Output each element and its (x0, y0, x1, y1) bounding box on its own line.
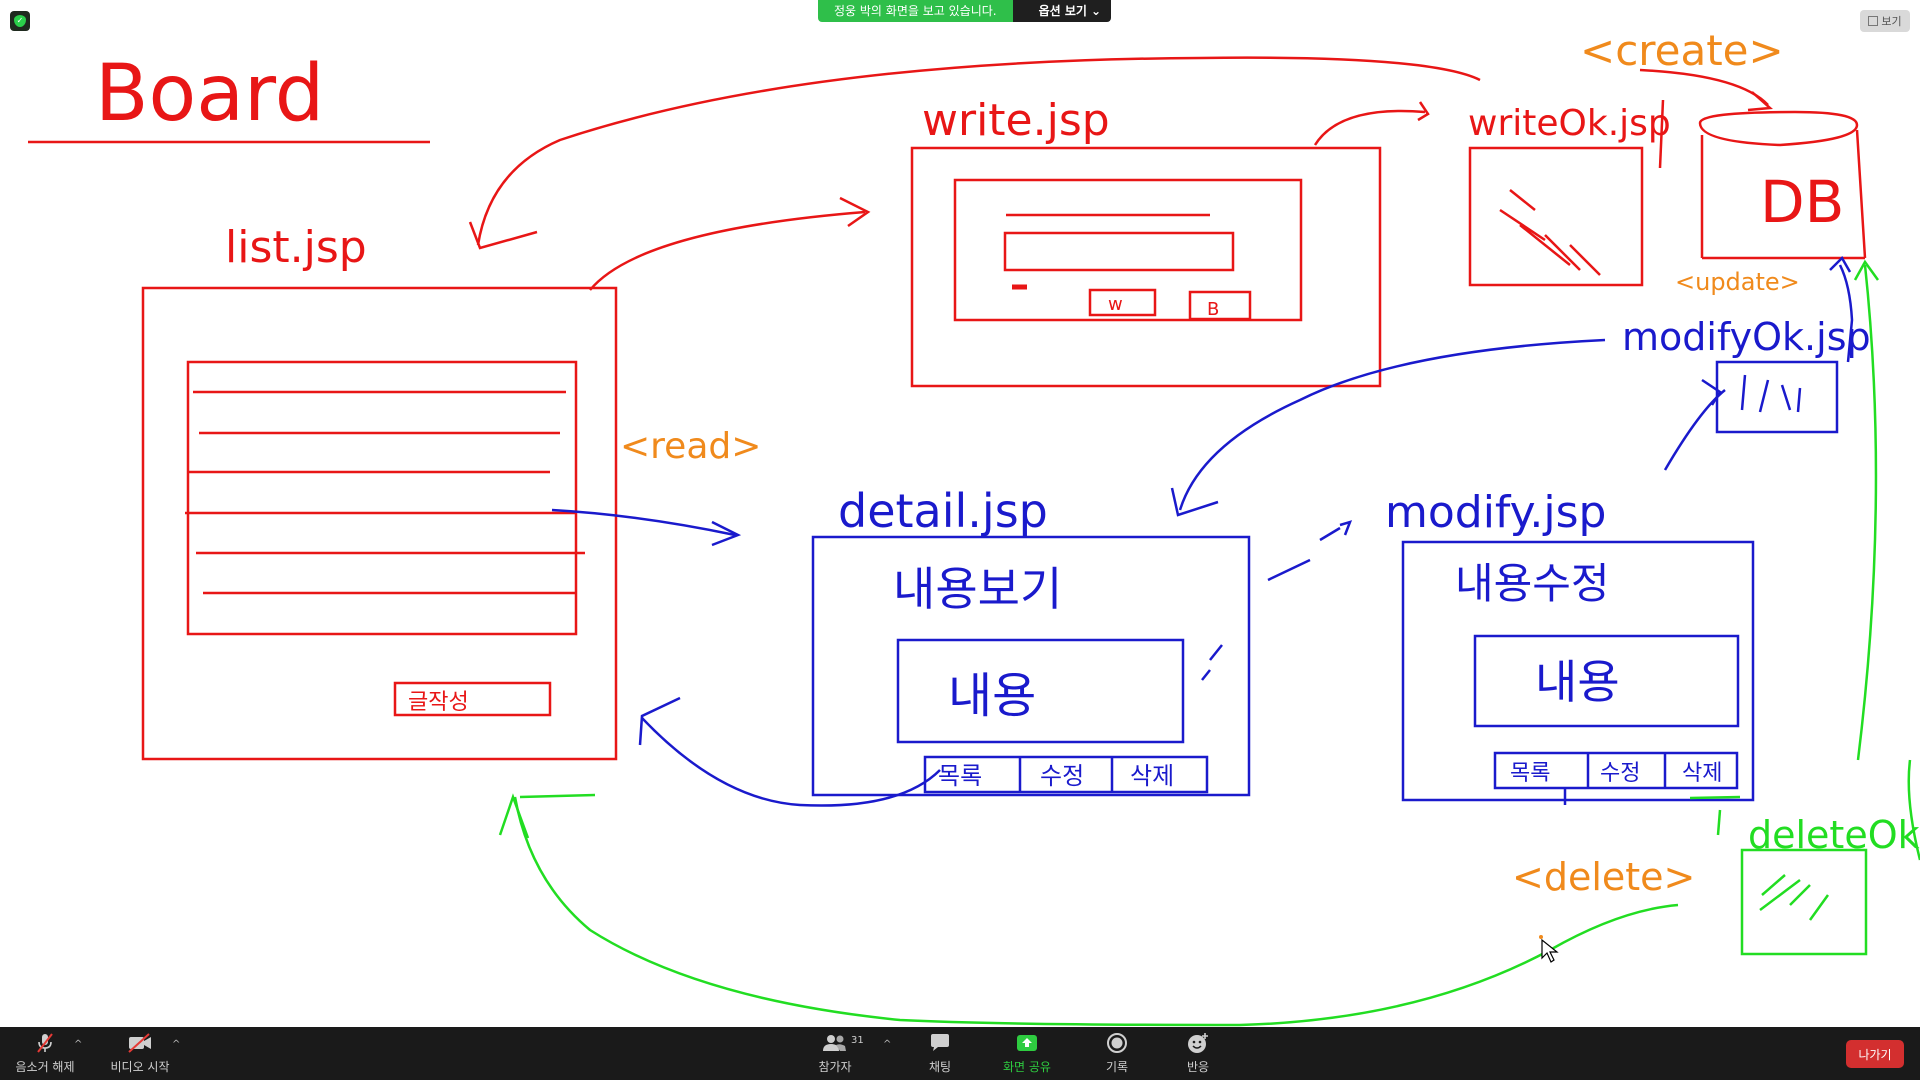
detail-jsp-label: detail.jsp (838, 484, 1048, 538)
cursor-dot (1539, 935, 1543, 939)
red-arrows (468, 56, 1773, 291)
view-options-button[interactable]: 옵션 보기 ⌄ (1012, 0, 1111, 22)
security-shield-icon[interactable]: ✓ (10, 11, 30, 31)
green-arrows (498, 259, 1920, 1027)
participants-options-caret[interactable]: ^ (883, 1039, 892, 1050)
reactions-button[interactable]: 반응 (1163, 1027, 1233, 1080)
chat-label: 채팅 (928, 1060, 952, 1074)
emoji-reaction-icon (1186, 1032, 1210, 1054)
screen-share-banner: 정웅 박의 화면을 보고 있습니다. 옵션 보기 ⌄ (818, 0, 1111, 22)
writeok-box (1468, 146, 1644, 287)
db-cylinder (1698, 110, 1867, 260)
modify-list-button: 목록 (1510, 761, 1550, 786)
grid-icon (1868, 16, 1879, 26)
modifyok-box (1715, 360, 1839, 434)
video-options-caret[interactable]: ^ (172, 1039, 181, 1050)
record-label: 기록 (1105, 1060, 1129, 1074)
create-annotation: <create> (1580, 26, 1784, 75)
participants-count: 31 (851, 1035, 864, 1046)
board-title: Board (95, 49, 324, 139)
detail-delete-button: 삭제 (1130, 762, 1174, 790)
write-jsp-label: write.jsp (922, 95, 1110, 146)
chat-button[interactable]: 채팅 (905, 1027, 975, 1080)
share-screen-icon (1016, 1032, 1038, 1054)
share-screen-button[interactable]: 화면 공유 (992, 1027, 1062, 1080)
read-annotation: <read> (620, 426, 761, 467)
start-video-label: 비디오 시작 (110, 1060, 170, 1074)
update-annotation: <update> (1675, 268, 1800, 296)
deleteok-box (1740, 848, 1868, 956)
detail-list-button: 목록 (938, 762, 982, 790)
start-video-button[interactable]: 비디오 시작 (102, 1027, 178, 1080)
muted-microphone-icon (34, 1032, 56, 1054)
modify-heading: 내용수정 (1455, 559, 1610, 608)
share-status-text: 정웅 박의 화면을 보고 있습니다. (818, 0, 1013, 22)
modify-content: 내용 (1535, 655, 1620, 709)
modify-page-box (1401, 540, 1755, 805)
share-screen-label: 화면 공유 (1003, 1060, 1051, 1074)
participants-icon (822, 1032, 848, 1054)
list-write-button: 글작성 (408, 690, 469, 715)
modify-modify-button: 수정 (1600, 761, 1640, 786)
video-off-icon (127, 1032, 153, 1054)
unmute-button[interactable]: 음소거 해제 (10, 1027, 80, 1080)
record-button[interactable]: 기록 (1082, 1027, 1152, 1080)
detail-heading: 내용보기 (893, 562, 1062, 616)
write-page-box (910, 146, 1382, 388)
modifyok-jsp-label: modifyOk.jsp (1622, 315, 1871, 359)
reactions-label: 반응 (1186, 1060, 1210, 1074)
list-jsp-label: list.jsp (225, 222, 367, 273)
write-button-b: B (1207, 299, 1219, 320)
mouse-cursor-icon (1541, 938, 1559, 963)
list-page-box (141, 286, 618, 761)
leave-meeting-button[interactable]: 나가기 (1846, 1040, 1904, 1068)
modify-delete-button: 삭제 (1682, 761, 1722, 786)
unmute-label: 음소거 해제 (15, 1060, 75, 1074)
audio-options-caret[interactable]: ^ (74, 1039, 83, 1050)
participants-label: 참가자 (818, 1060, 852, 1074)
detail-modify-button: 수정 (1040, 762, 1084, 790)
delete-annotation: <delete> (1512, 855, 1695, 899)
chat-icon (929, 1032, 951, 1054)
writeok-jsp-label: writeOk.jsp (1468, 103, 1671, 144)
participants-button[interactable]: 참가자 (800, 1027, 870, 1080)
detail-content: 내용 (948, 668, 1036, 724)
view-mode-label: 보기 (1881, 15, 1902, 28)
view-mode-button[interactable]: 보기 (1860, 10, 1910, 32)
detail-page-box (811, 535, 1251, 797)
db-label: DB (1760, 168, 1844, 236)
meeting-toolbar: 음소거 해제 ^ 비디오 시작 ^ 참가자 31 ^ 채팅 화면 공유 기록 (0, 1027, 1920, 1080)
modify-jsp-label: modify.jsp (1385, 487, 1606, 538)
chevron-down-icon: ⌄ (1090, 4, 1101, 18)
blue-arrows (551, 255, 1854, 807)
record-icon (1106, 1032, 1128, 1054)
shared-whiteboard: Board list.jsp 글작성 write.jsp w B writeOk… (28, 26, 1920, 1027)
write-button-w: w (1108, 294, 1123, 315)
view-options-label: 옵션 보기 (1038, 4, 1087, 18)
